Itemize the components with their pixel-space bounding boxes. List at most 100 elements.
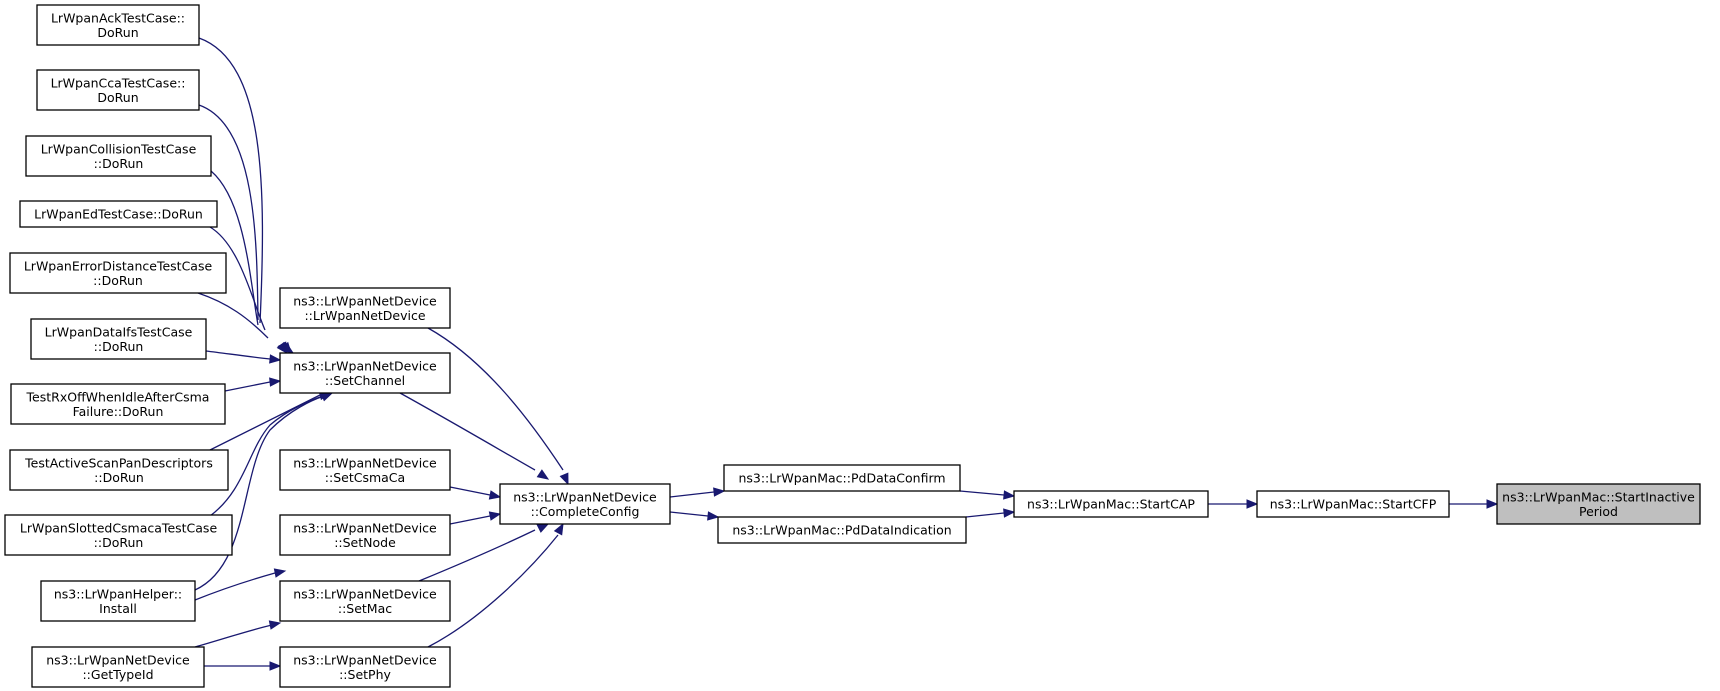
edge-ifs — [205, 350, 282, 364]
edge-gtid — [194, 620, 282, 648]
edge-cc — [669, 511, 720, 521]
edge-line — [959, 490, 1005, 496]
arrowhead-icon — [713, 487, 726, 497]
node-label: ::SetMac — [338, 601, 392, 616]
node-box — [9, 449, 229, 491]
edge-setcs — [449, 486, 502, 500]
node-pdi[interactable]: ns3::LrWpanMac::PdDataIndication — [717, 516, 967, 544]
node-label: DoRun — [97, 25, 138, 40]
node-box — [40, 580, 196, 622]
node-label: ns3::LrWpanMac::PdDataIndication — [732, 523, 951, 538]
edge-cap — [1208, 499, 1259, 509]
node-label: ns3::LrWpanHelper:: — [54, 586, 182, 601]
node-label: ns3::LrWpanMac::PdDataConfirm — [738, 471, 945, 486]
node-cap[interactable]: ns3::LrWpanMac::StartCAP — [1013, 490, 1209, 518]
node-slot[interactable]: LrWpanSlottedCsmacaTestCase::DoRun — [4, 514, 233, 556]
node-cca[interactable]: LrWpanCcaTestCase::DoRun — [36, 69, 200, 111]
node-box — [279, 449, 451, 491]
node-box — [9, 252, 227, 294]
edge-cfp — [1449, 499, 1499, 509]
node-setch[interactable]: ns3::LrWpanNetDevice::SetChannel — [279, 352, 451, 394]
edge-cc — [669, 487, 726, 498]
arrowhead-icon — [488, 490, 502, 500]
arrowhead-icon — [269, 377, 282, 387]
node-setph[interactable]: ns3::LrWpanNetDevice::SetPhy — [279, 646, 451, 688]
node-box — [10, 383, 226, 425]
edge-inst — [194, 568, 287, 601]
node-label: LrWpanDataIfsTestCase — [45, 324, 193, 339]
arrowhead-icon — [559, 472, 569, 486]
node-label: ::SetChannel — [325, 373, 405, 388]
edge-line — [194, 572, 276, 601]
node-box — [279, 646, 451, 688]
edge-line — [399, 392, 536, 471]
node-label: LrWpanSlottedCsmacaTestCase — [20, 520, 218, 535]
arrowhead-icon — [269, 354, 282, 364]
edge-setph — [427, 522, 564, 648]
node-scan[interactable]: TestActiveScanPanDescriptors::DoRun — [9, 449, 229, 491]
edge-ack — [198, 37, 288, 355]
arrowhead-icon — [281, 343, 295, 354]
edge-line — [198, 37, 264, 324]
node-gtid[interactable]: ns3::LrWpanNetDevice::GetTypeId — [31, 646, 205, 688]
node-pdc[interactable]: ns3::LrWpanMac::PdDataConfirm — [723, 464, 961, 492]
node-cfp[interactable]: ns3::LrWpanMac::StartCFP — [1256, 490, 1450, 518]
node-ed[interactable]: LrWpanEdTestCase::DoRun — [19, 200, 218, 228]
node-label: ns3::LrWpanNetDevice — [293, 520, 437, 535]
node-setnd[interactable]: ns3::LrWpanNetDevice::SetNode — [279, 514, 451, 556]
node-ctor[interactable]: ns3::LrWpanNetDevice::LrWpanNetDevice — [279, 287, 451, 329]
node-label: LrWpanAckTestCase:: — [51, 10, 185, 25]
node-coll[interactable]: LrWpanCollisionTestCase::DoRun — [25, 135, 212, 177]
node-label: TestRxOffWhenIdleAfterCsma — [26, 389, 210, 404]
call-edges — [194, 37, 1499, 671]
node-label: ns3::LrWpanNetDevice — [293, 586, 437, 601]
node-label: LrWpanErrorDistanceTestCase — [24, 258, 213, 273]
node-cc[interactable]: ns3::LrWpanNetDevice::CompleteConfig — [499, 483, 671, 525]
node-ifs[interactable]: LrWpanDataIfsTestCase::DoRun — [30, 318, 207, 360]
arrowhead-icon — [1246, 499, 1259, 509]
edge-line — [209, 394, 321, 451]
node-label: ::DoRun — [93, 273, 143, 288]
node-ack[interactable]: LrWpanAckTestCase::DoRun — [36, 4, 200, 46]
node-label: ::DoRun — [94, 339, 144, 354]
node-box — [279, 352, 451, 394]
arrowhead-icon — [536, 523, 550, 533]
node-label: ns3::LrWpanNetDevice — [46, 652, 190, 667]
edge-line — [418, 529, 536, 582]
arrowhead-icon — [536, 469, 550, 480]
edge-line — [427, 327, 564, 471]
node-errd[interactable]: LrWpanErrorDistanceTestCase::DoRun — [9, 252, 227, 294]
edge-errd — [197, 292, 295, 354]
node-box — [717, 516, 967, 544]
node-label: ::SetNode — [334, 535, 396, 550]
edge-line — [194, 624, 273, 648]
node-label: ::GetTypeId — [82, 667, 153, 682]
arrowhead-icon — [268, 620, 282, 630]
node-label: LrWpanCcaTestCase:: — [51, 75, 186, 90]
arrowhead-icon — [269, 661, 282, 671]
node-box — [36, 69, 200, 111]
edge-ctor — [427, 327, 569, 486]
node-label: LrWpanEdTestCase::DoRun — [34, 207, 203, 222]
node-box — [279, 514, 451, 556]
node-box — [4, 514, 233, 556]
call-nodes: LrWpanAckTestCase::DoRunLrWpanCcaTestCas… — [4, 4, 1701, 688]
node-label: TestActiveScanPanDescriptors — [24, 455, 213, 470]
arrowhead-icon — [707, 511, 720, 521]
node-label: ::LrWpanNetDevice — [304, 308, 425, 323]
edge-line — [205, 350, 271, 360]
node-label: ns3::LrWpanMac::StartCAP — [1027, 497, 1195, 512]
edge-setnd — [449, 511, 502, 525]
node-label: ns3::LrWpanNetDevice — [293, 358, 437, 373]
node-inst[interactable]: ns3::LrWpanHelper::Install — [40, 580, 196, 622]
edge-line — [210, 170, 259, 326]
node-setcs[interactable]: ns3::LrWpanNetDevice::SetCsmaCa — [279, 449, 451, 491]
edge-line — [449, 515, 491, 525]
node-box — [30, 318, 207, 360]
edge-line — [669, 511, 709, 517]
node-setmc[interactable]: ns3::LrWpanNetDevice::SetMac — [279, 580, 451, 622]
node-box — [19, 200, 218, 228]
